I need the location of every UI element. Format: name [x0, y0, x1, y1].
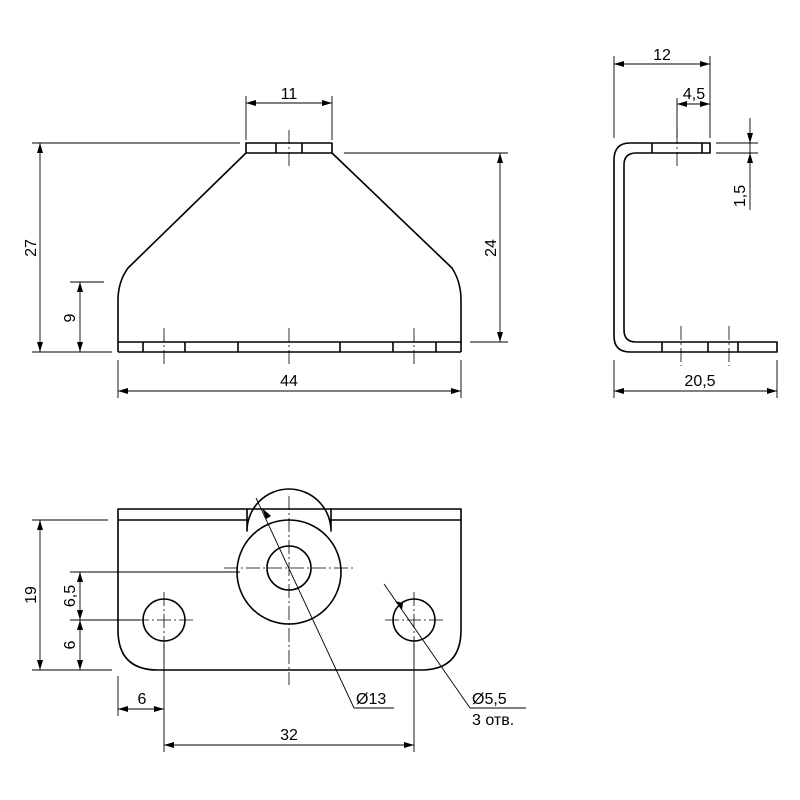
dim-label-front-side-height: 9	[62, 313, 79, 322]
top-view-outline	[117, 488, 462, 671]
front-view-outline	[117, 142, 462, 343]
dim-label-front-total-height: 27	[23, 239, 40, 257]
dim-label-top-hole-offset-lower: 6	[62, 640, 79, 649]
dim-label-top-left-edge: 6	[138, 691, 147, 708]
dim-label-front-total-width: 44	[280, 373, 298, 390]
dim-label-side-bottom-width: 20,5	[684, 373, 715, 390]
side-view-outline	[613, 142, 778, 353]
front-view: 11 27 9 24 44	[23, 86, 508, 398]
dim-label-top-large-diameter: Ø13	[356, 691, 386, 708]
dim-label-side-thickness: 1,5	[732, 185, 749, 207]
dim-label-top-small-diameter: Ø5,5	[472, 691, 507, 708]
dim-label-side-top-width: 12	[653, 47, 671, 64]
dim-label-top-height: 19	[23, 586, 40, 604]
dim-label-front-top-width: 11	[281, 86, 298, 103]
top-view: 19 6,5 6 6 32 Ø13 Ø5,5 3 отв.	[23, 488, 526, 752]
dim-label-top-hole-spacing: 32	[280, 727, 298, 744]
dim-label-side-offset: 4,5	[683, 86, 705, 103]
dim-label-front-flange-height: 24	[483, 239, 500, 257]
hole-count-note: 3 отв.	[472, 712, 514, 729]
side-view: 12 4,5 1,5 20,5	[613, 47, 778, 398]
dim-label-top-hole-offset-upper: 6,5	[62, 585, 79, 607]
